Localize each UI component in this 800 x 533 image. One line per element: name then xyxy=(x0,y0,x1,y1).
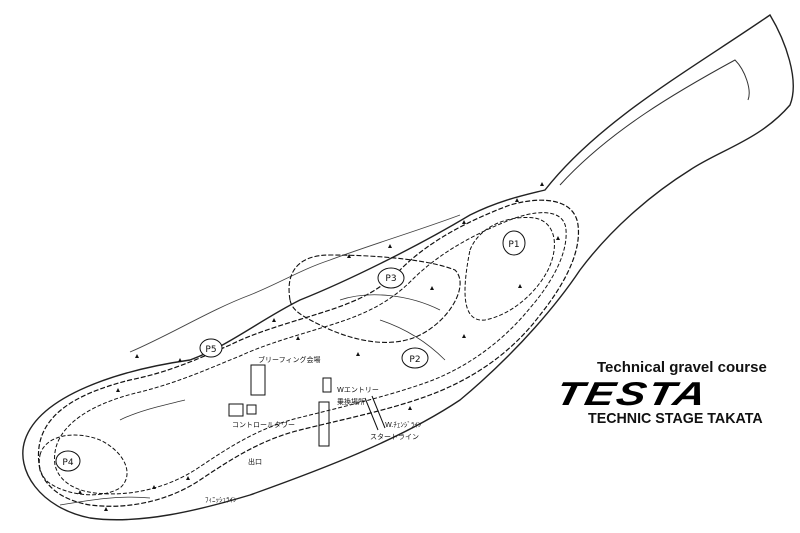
p1-marker-ellipse xyxy=(502,230,526,256)
p4-marker-label: P4 xyxy=(62,458,73,468)
course-inner-track-b xyxy=(379,319,446,361)
control-tower-label: コントロールタワー xyxy=(232,420,295,429)
course-inner-track-c xyxy=(119,399,186,421)
course-main-loop xyxy=(37,199,580,507)
terrain-upper-edge xyxy=(129,214,461,353)
paddock-building xyxy=(322,377,332,393)
boarding-label: 乗換場所 xyxy=(337,397,365,406)
cone-markers xyxy=(78,182,560,511)
w-entry-label: Wエントリー xyxy=(337,386,379,394)
p4-marker-ellipse xyxy=(55,450,81,472)
course-subtitle: Technical gravel course xyxy=(597,359,767,376)
course-inner-track-d xyxy=(59,496,151,506)
exit-label: 出口 xyxy=(248,457,262,466)
p3-marker-label: P3 xyxy=(385,274,396,284)
p2-marker-label: P2 xyxy=(409,355,420,365)
p5-marker-label: P5 xyxy=(205,345,216,355)
course-inner-track-a xyxy=(339,294,441,311)
p3-marker-ellipse xyxy=(377,267,405,289)
p5-marker-ellipse xyxy=(199,338,223,358)
entry-gate-building xyxy=(318,401,330,447)
start-line-label: スタートライン xyxy=(370,432,419,441)
w-line-label: W.ﾁｪﾝｼﾞﾗｲﾝ xyxy=(385,421,422,429)
brand-logo: TESTA xyxy=(552,375,712,413)
start-line-mark-b xyxy=(371,395,386,429)
course-p1-loop xyxy=(464,216,555,321)
control-tower-building-a xyxy=(228,403,244,417)
finish-line-label: ﾌｨﾆｯｼｭﾗｲﾝ xyxy=(205,496,237,504)
start-line-mark-a xyxy=(364,397,379,431)
brand-subtitle: TECHNIC STAGE TAKATA xyxy=(588,410,763,427)
p2-marker-ellipse xyxy=(401,347,429,369)
terrain-ridge xyxy=(559,59,750,186)
briefing-building xyxy=(250,364,266,396)
course-p4-loop xyxy=(38,434,128,496)
terrain-outline xyxy=(22,14,794,521)
control-tower-building-b xyxy=(246,404,257,415)
p1-marker-label: P1 xyxy=(508,240,519,250)
course-p3-loop xyxy=(288,254,461,343)
briefing-label: ブリーフィング会場 xyxy=(258,355,320,364)
course-inner-loop xyxy=(54,212,567,495)
